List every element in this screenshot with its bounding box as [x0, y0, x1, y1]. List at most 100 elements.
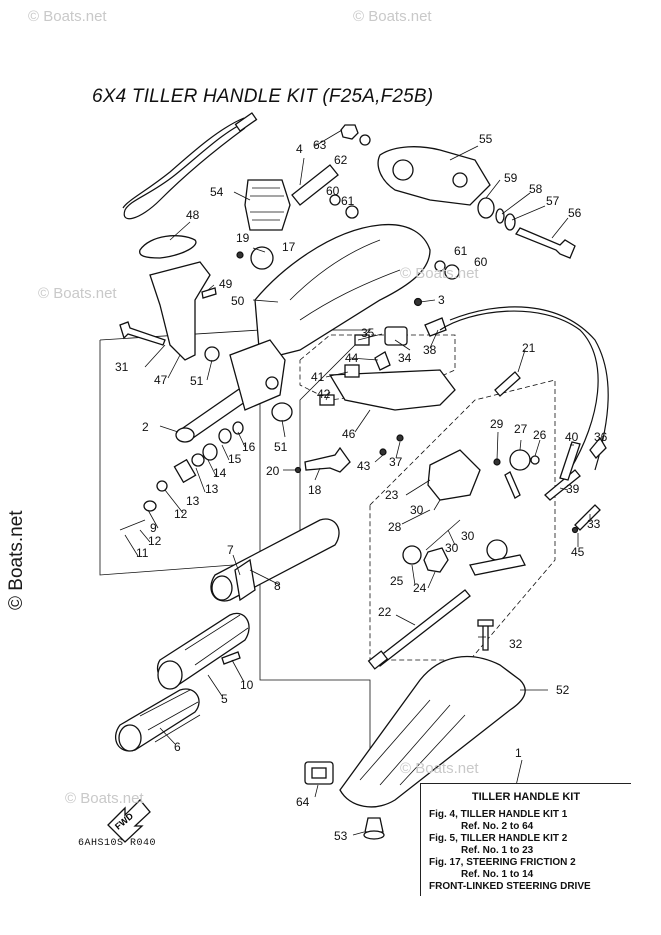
callout-14: 14	[213, 466, 227, 480]
washer-12	[156, 480, 168, 492]
watermark: © Boats.net	[38, 285, 117, 302]
kit-heading: TILLER HANDLE KIT	[471, 791, 581, 803]
callout-49: 49	[219, 277, 233, 291]
callout-55: 55	[479, 132, 493, 146]
callout-42: 42	[317, 387, 331, 401]
callout-8: 8	[274, 579, 281, 593]
callout-46: 46	[342, 427, 356, 441]
callout-27: 27	[514, 422, 528, 436]
callouts: 1 2 3 4 5 6 7 8 9 10 11 12 12 13 13 14 1…	[115, 132, 608, 843]
block-41	[344, 364, 360, 378]
block-34	[384, 326, 408, 346]
callout-26: 26	[533, 428, 547, 442]
callout-15: 15	[228, 452, 242, 466]
lower-cover-52	[339, 655, 526, 808]
callout-1: 1	[515, 746, 522, 760]
watermark: © Boats.net	[65, 790, 144, 807]
callout-21: 21	[522, 341, 536, 355]
callout-18: 18	[308, 483, 322, 497]
grip-47	[149, 261, 211, 361]
nut-61b	[444, 264, 460, 280]
callout-10: 10	[240, 678, 254, 692]
callout-30b: 30	[461, 529, 475, 543]
callout-51b: 51	[274, 440, 288, 454]
washer-58	[495, 208, 505, 224]
friction-lever-18	[304, 446, 351, 473]
kit-line-3: Fig. 17, STEERING FRICTION 2	[429, 857, 576, 868]
seal-25	[402, 545, 422, 565]
clip-44	[374, 351, 391, 371]
callout-30a: 30	[410, 503, 424, 517]
side-watermark: © Boats.net	[6, 510, 27, 610]
callout-17: 17	[282, 240, 296, 254]
tiller-handle-body	[254, 223, 431, 361]
callout-45: 45	[571, 545, 585, 559]
cable-set	[123, 119, 251, 220]
nut-16	[232, 421, 244, 435]
callout-51a: 51	[190, 374, 204, 388]
callout-35: 35	[361, 326, 375, 340]
callout-56: 56	[568, 206, 582, 220]
bush-51	[271, 402, 293, 422]
callout-58: 58	[529, 182, 543, 196]
callout-29: 29	[490, 417, 504, 431]
callout-22: 22	[378, 605, 392, 619]
screw-43	[379, 448, 387, 456]
kit-line-3-ref: Ref. No. 1 to 14	[461, 869, 534, 880]
block-42	[319, 394, 335, 406]
cam-23	[427, 449, 481, 501]
joint-40	[559, 441, 581, 481]
friction-nut	[486, 539, 508, 561]
callout-63: 63	[313, 138, 327, 152]
callout-25: 25	[390, 574, 404, 588]
cover-48	[139, 235, 197, 259]
grommet-54	[244, 179, 291, 231]
callout-61a: 61	[341, 194, 355, 208]
page-title: 6X4 TILLER HANDLE KIT (F25A,F25B)	[92, 86, 434, 107]
callout-41: 41	[311, 370, 325, 384]
callout-6: 6	[174, 740, 181, 754]
bracket-group-frame	[299, 334, 456, 401]
nut-61	[345, 205, 359, 219]
callout-54: 54	[210, 185, 224, 199]
callout-39: 39	[566, 482, 580, 496]
watermark: © Boats.net	[353, 8, 432, 25]
screw-10	[221, 651, 241, 665]
bolt-19	[236, 251, 244, 259]
shaft-support	[229, 339, 286, 411]
kit-line-1: Fig. 4, TILLER HANDLE KIT 1	[429, 809, 568, 820]
callout-40: 40	[565, 430, 579, 444]
callout-30c: 30	[445, 541, 459, 555]
washer-60	[329, 194, 341, 206]
collar-51	[204, 346, 220, 362]
callout-12b: 12	[174, 507, 188, 521]
callout-2: 2	[142, 420, 149, 434]
callout-43: 43	[357, 459, 371, 473]
callout-13: 13	[186, 494, 200, 508]
block-35	[354, 334, 370, 346]
callout-11: 11	[136, 546, 149, 560]
nut-63	[340, 124, 359, 140]
cable-end	[234, 112, 258, 132]
kit-group-frame	[259, 370, 371, 780]
callout-28: 28	[388, 520, 402, 534]
bolt-32	[482, 624, 489, 651]
screw-49	[201, 287, 217, 299]
callout-3: 3	[438, 293, 445, 307]
callout-44: 44	[345, 351, 359, 365]
throttle-cable	[439, 310, 599, 471]
fwd-arrow-icon	[107, 799, 151, 843]
callout-32: 32	[509, 637, 523, 651]
kit-line-1-ref: Ref. No. 2 to 64	[461, 821, 534, 832]
callout-53: 53	[334, 829, 348, 843]
callout-23: 23	[385, 488, 399, 502]
bolt-56	[515, 227, 576, 259]
callout-48: 48	[186, 208, 200, 222]
collar-15	[202, 443, 218, 461]
callout-5: 5	[221, 692, 228, 706]
bracket-46	[328, 369, 456, 411]
clamp-17	[250, 246, 274, 270]
watermark: © Boats.net	[28, 8, 107, 25]
callout-7: 7	[227, 543, 234, 557]
